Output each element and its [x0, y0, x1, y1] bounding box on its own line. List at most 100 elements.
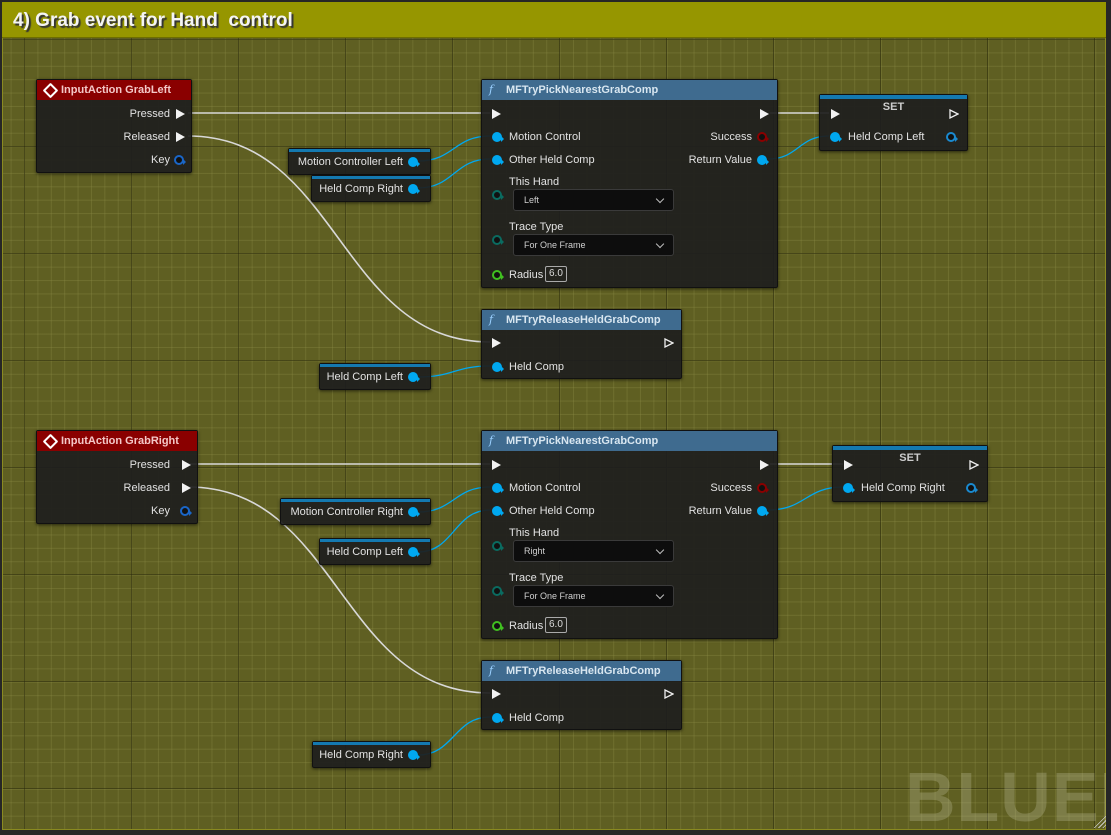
exec-in-pin[interactable] — [492, 338, 501, 348]
dropdown-value: Left — [524, 195, 540, 205]
variable-out-pin[interactable] — [408, 372, 420, 382]
value-in-pin[interactable] — [830, 132, 842, 142]
variable-getter-node[interactable]: Motion Controller Right — [280, 498, 431, 525]
function-icon: f — [489, 313, 494, 326]
exec-in-pin[interactable] — [492, 689, 501, 699]
event-icon — [42, 433, 59, 450]
variable-label: Held Comp Right — [319, 749, 403, 761]
return-value-pin[interactable] — [757, 155, 769, 165]
variable-getter-node[interactable]: Motion Controller Left — [288, 148, 431, 175]
variable-out-pin[interactable] — [408, 547, 420, 557]
pin-label: Success — [710, 131, 752, 143]
pin-label: Return Value — [688, 505, 752, 517]
variable-out-pin[interactable] — [408, 750, 420, 760]
radius-pin[interactable] — [492, 270, 504, 280]
node-color-bar — [313, 742, 430, 745]
exec-in-pin[interactable] — [492, 109, 501, 119]
variable-label: Held Comp Left — [326, 546, 403, 558]
function-icon: f — [489, 434, 494, 447]
variable-out-pin[interactable] — [408, 507, 420, 517]
variable-getter-node[interactable]: Held Comp Right — [311, 175, 431, 202]
pin-label: Held Comp — [509, 712, 565, 724]
exec-out-pin[interactable] — [949, 108, 960, 120]
radius-input[interactable]: 6.0 — [545, 266, 567, 282]
exec-out-pin[interactable] — [760, 460, 769, 470]
radius-pin[interactable] — [492, 621, 504, 631]
pin-label: Pressed — [129, 459, 170, 471]
other-held-comp-pin[interactable] — [492, 506, 504, 516]
trace-type-pin[interactable] — [492, 235, 504, 245]
held-comp-pin[interactable] — [492, 713, 504, 723]
exec-out-pin[interactable] — [664, 688, 675, 700]
exec-in-pin[interactable] — [844, 460, 853, 470]
pin-label: This Hand — [509, 176, 560, 188]
exec-out-pin[interactable] — [182, 460, 191, 470]
held-comp-pin[interactable] — [492, 362, 504, 372]
this-hand-dropdown[interactable]: Left — [513, 189, 674, 211]
pin-label: Radius — [509, 620, 544, 632]
success-pin[interactable] — [757, 483, 769, 493]
comment-title: 4) Grab event for Hand control — [13, 10, 293, 31]
variable-getter-node[interactable]: Held Comp Left — [319, 363, 431, 390]
node-color-bar — [820, 95, 967, 99]
comment-header[interactable]: 4) Grab event for Hand control — [2, 2, 1106, 38]
radius-input[interactable]: 6.0 — [545, 617, 567, 633]
success-pin[interactable] — [757, 132, 769, 142]
pin-label: Motion Control — [509, 482, 581, 494]
this-hand-dropdown[interactable]: Right — [513, 540, 674, 562]
variable-out-pin[interactable] — [408, 184, 420, 194]
node-header: InputAction GrabRight — [37, 431, 197, 451]
variable-out-pin[interactable] — [408, 157, 420, 167]
exec-out-pin[interactable] — [760, 109, 769, 119]
key-pin[interactable] — [174, 155, 186, 165]
node-color-bar — [281, 499, 430, 502]
node-title: InputAction GrabLeft — [61, 84, 171, 96]
exec-in-pin[interactable] — [831, 109, 840, 119]
node-title: MFTryReleaseHeldGrabComp — [506, 665, 661, 677]
node-title: SET — [899, 452, 921, 464]
this-hand-pin[interactable] — [492, 190, 504, 200]
exec-out-pin[interactable] — [182, 483, 191, 493]
other-held-comp-pin[interactable] — [492, 155, 504, 165]
node-color-bar — [833, 446, 987, 450]
value-in-pin[interactable] — [843, 483, 855, 493]
event-icon — [42, 82, 59, 99]
trace-type-dropdown[interactable]: For One Frame — [513, 234, 674, 256]
trace-type-pin[interactable] — [492, 586, 504, 596]
exec-wire[interactable] — [187, 486, 491, 694]
exec-out-pin[interactable] — [176, 109, 185, 119]
value-out-pin[interactable] — [966, 483, 978, 493]
exec-wire[interactable] — [187, 135, 491, 343]
variable-getter-node[interactable]: Held Comp Right — [312, 741, 431, 768]
dropdown-value: For One Frame — [524, 591, 586, 601]
trace-type-dropdown[interactable]: For One Frame — [513, 585, 674, 607]
variable-getter-node[interactable]: Held Comp Left — [319, 538, 431, 565]
value-out-pin[interactable] — [946, 132, 958, 142]
key-pin[interactable] — [180, 506, 192, 516]
pin-label: Released — [123, 482, 170, 494]
motion-control-pin[interactable] — [492, 483, 504, 493]
pin-label: Other Held Comp — [509, 154, 595, 166]
motion-control-pin[interactable] — [492, 132, 504, 142]
dropdown-value: For One Frame — [524, 240, 586, 250]
this-hand-pin[interactable] — [492, 541, 504, 551]
node-title: InputAction GrabRight — [61, 435, 179, 447]
chevron-down-icon — [655, 545, 665, 555]
pin-label: Success — [710, 482, 752, 494]
exec-in-pin[interactable] — [492, 460, 501, 470]
exec-out-pin[interactable] — [664, 337, 675, 349]
exec-out-pin[interactable] — [176, 132, 185, 142]
return-value-pin[interactable] — [757, 506, 769, 516]
exec-out-pin[interactable] — [969, 459, 980, 471]
